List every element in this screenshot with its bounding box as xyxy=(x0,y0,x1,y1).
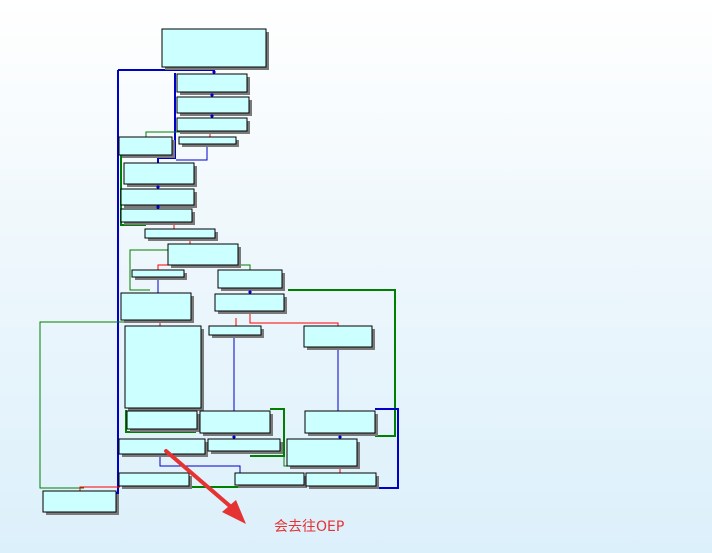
code-block[interactable] xyxy=(303,325,375,350)
code-block[interactable] xyxy=(144,228,218,241)
oep-annotation-label: 会去往OEP xyxy=(274,519,345,535)
code-block[interactable] xyxy=(124,325,204,411)
code-block-body[interactable] xyxy=(161,28,267,68)
code-block[interactable] xyxy=(120,208,195,225)
code-block[interactable] xyxy=(234,472,307,488)
code-block-body[interactable] xyxy=(131,269,185,278)
code-block[interactable] xyxy=(161,28,269,70)
graph-edge xyxy=(39,321,160,489)
code-block[interactable] xyxy=(217,269,285,291)
code-block-body[interactable] xyxy=(214,293,285,312)
code-block-body[interactable] xyxy=(144,228,216,239)
code-block-body[interactable] xyxy=(176,96,250,114)
code-block-body[interactable] xyxy=(123,162,195,185)
code-block[interactable] xyxy=(286,438,360,469)
code-block-body[interactable] xyxy=(303,325,373,348)
code-block[interactable] xyxy=(214,293,287,314)
code-block[interactable] xyxy=(176,73,250,95)
graph-edge xyxy=(176,145,208,161)
code-block[interactable] xyxy=(207,438,283,454)
code-block-body[interactable] xyxy=(124,325,202,409)
edge-anchor-dot xyxy=(156,205,160,209)
graph-edge xyxy=(79,486,120,491)
edge-anchor-dot xyxy=(210,93,214,97)
edge-anchor-dot xyxy=(248,290,252,294)
code-block[interactable] xyxy=(176,117,250,134)
code-block[interactable] xyxy=(42,490,119,515)
code-block-body[interactable] xyxy=(176,73,248,93)
code-block[interactable] xyxy=(118,472,192,489)
code-block-body[interactable] xyxy=(120,188,195,206)
edge-anchor-dot xyxy=(156,185,160,189)
code-block[interactable] xyxy=(123,162,197,187)
graph-edge xyxy=(288,289,396,437)
graph-edge xyxy=(129,249,168,291)
code-block-body[interactable] xyxy=(120,292,192,321)
code-block-body[interactable] xyxy=(118,136,173,156)
code-block[interactable] xyxy=(199,410,273,436)
edge-anchor-dot xyxy=(232,435,236,439)
code-block[interactable] xyxy=(120,292,194,323)
code-block-body[interactable] xyxy=(118,472,190,487)
code-block[interactable] xyxy=(167,243,241,268)
code-block-body[interactable] xyxy=(120,208,193,223)
code-block-body[interactable] xyxy=(304,410,376,434)
code-block[interactable] xyxy=(120,188,197,208)
code-block-body[interactable] xyxy=(167,243,239,266)
code-block[interactable] xyxy=(305,472,379,489)
code-block[interactable] xyxy=(176,96,252,116)
graph-edge xyxy=(159,454,241,473)
edge-anchor-dot xyxy=(212,70,216,74)
code-block-body[interactable] xyxy=(42,490,117,513)
graph-edge xyxy=(116,70,119,513)
code-block-body[interactable] xyxy=(176,117,248,132)
code-block-body[interactable] xyxy=(118,438,206,455)
code-block[interactable] xyxy=(178,136,239,147)
edge-anchor-dot xyxy=(338,435,342,439)
code-block-body[interactable] xyxy=(217,269,283,289)
code-block-body[interactable] xyxy=(208,325,262,336)
code-block[interactable] xyxy=(126,410,200,432)
code-block-body[interactable] xyxy=(207,438,281,452)
code-block-body[interactable] xyxy=(126,410,198,430)
code-block-body[interactable] xyxy=(305,472,377,487)
code-block[interactable] xyxy=(118,136,175,158)
code-block-body[interactable] xyxy=(199,410,271,434)
edge-anchor-dot xyxy=(210,114,214,118)
code-block[interactable] xyxy=(131,269,187,280)
code-block-body[interactable] xyxy=(178,136,237,145)
graph-edge xyxy=(118,69,215,74)
code-block[interactable] xyxy=(118,438,208,457)
graph-edge xyxy=(249,311,339,326)
code-block[interactable] xyxy=(304,410,378,436)
code-block-body[interactable] xyxy=(234,472,305,486)
code-block[interactable] xyxy=(208,325,264,338)
red-arrow-icon xyxy=(164,449,246,524)
graph-edge xyxy=(250,408,285,457)
code-block-body[interactable] xyxy=(286,438,358,467)
